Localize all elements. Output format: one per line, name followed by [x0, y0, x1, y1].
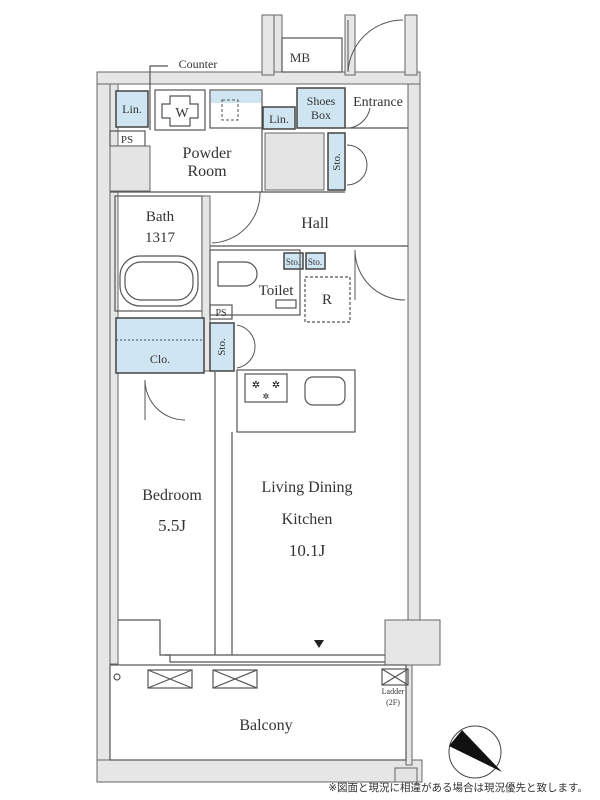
- linen-storage-1: [115, 90, 149, 128]
- shoes-box-label-1: Shoes: [307, 94, 336, 108]
- ldk-label-2: Kitchen: [282, 511, 333, 528]
- kitchen-sink: [304, 376, 346, 406]
- north-compass-icon: [448, 725, 502, 779]
- meter-box: [281, 37, 343, 73]
- ladder-floor-label: (2F): [386, 698, 400, 707]
- toilet-label: Toilet: [259, 283, 295, 299]
- counter-label: Counter: [179, 57, 218, 71]
- counter-leader: [149, 65, 168, 130]
- burner-icon: ✲: [263, 392, 270, 401]
- ldk-label-1: Living Dining: [261, 479, 352, 496]
- washer-space: [154, 89, 206, 131]
- toilet-bowl: [217, 261, 258, 287]
- wash-basin: [209, 89, 263, 129]
- balcony: [109, 664, 407, 761]
- refrigerator-space: [304, 276, 351, 323]
- closet: [115, 317, 205, 374]
- ladder-hatch-icon: [381, 668, 409, 686]
- closet-label: Clo.: [150, 352, 170, 366]
- pipe-space-2: [209, 304, 233, 320]
- burner-icon: ✲: [272, 380, 280, 391]
- hall-label: Hall: [301, 215, 329, 232]
- sto4-label: Sto.: [216, 338, 228, 356]
- refrigerator-label: R: [322, 292, 332, 308]
- powder-room-label-1: Powder: [183, 145, 233, 162]
- linen-storage-2: [262, 106, 296, 130]
- sto1-label: Sto.: [331, 153, 343, 171]
- ldk-size-label: 10.1J: [289, 541, 326, 560]
- storage-1: [327, 132, 346, 191]
- windows: [118, 619, 385, 663]
- ladder-label: Ladder: [382, 687, 405, 696]
- bathtub: [119, 255, 199, 307]
- powder-room-label-2: Room: [187, 163, 227, 180]
- lin1-label: Lin.: [122, 102, 142, 116]
- lin2-label: Lin.: [269, 112, 289, 126]
- bath-size-label: 1317: [145, 230, 176, 246]
- shoes-box: [296, 87, 346, 129]
- partition-wall: [214, 372, 233, 655]
- entrance-label: Entrance: [353, 95, 403, 110]
- ps2-label: PS: [215, 308, 226, 319]
- disclaimer-note: ※図面と現況に相違がある場合は現況優先と致します。: [328, 781, 588, 794]
- burner-icon: ✲: [252, 380, 260, 391]
- outer-walls: [96, 14, 441, 783]
- storage-3: [305, 252, 326, 270]
- mb-label: MB: [290, 50, 311, 65]
- hatch-icon: [212, 669, 258, 689]
- storage-4: [209, 322, 235, 372]
- shoes-box-label-2: Box: [311, 108, 331, 122]
- hatch-icon: [147, 669, 193, 689]
- bath-label: Bath: [146, 209, 175, 225]
- ps1-label: PS: [121, 134, 133, 146]
- sto2-label: Sto.: [286, 257, 300, 267]
- entrance-door: [347, 19, 404, 73]
- bedroom-size-label: 5.5J: [158, 516, 186, 535]
- bedroom-label: Bedroom: [142, 487, 202, 504]
- storage-2: [283, 252, 304, 270]
- toilet-room: [209, 249, 301, 316]
- stove: [244, 373, 288, 403]
- washer-label: W: [175, 106, 189, 121]
- kitchen-counter: [236, 369, 356, 433]
- sto3-label: Sto.: [308, 257, 322, 267]
- balcony-label: Balcony: [239, 717, 292, 734]
